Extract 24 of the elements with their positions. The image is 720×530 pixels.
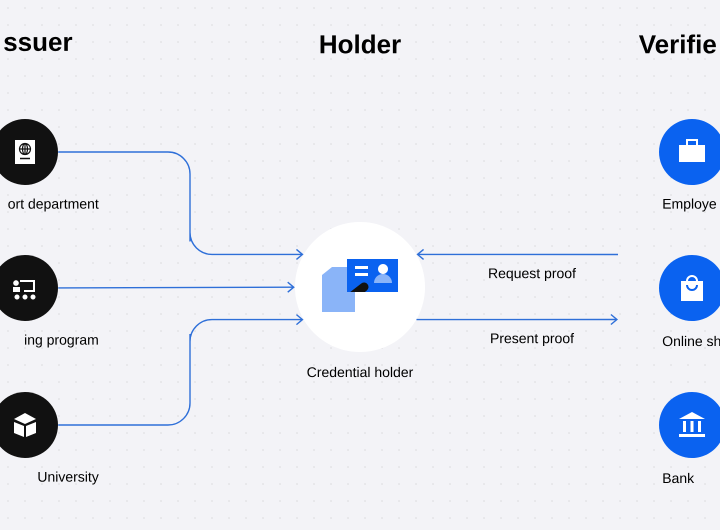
column-title: Holder: [320, 34, 401, 54]
edge-label: Present proof: [488, 331, 576, 348]
node-label: Employe: [663, 198, 716, 212]
node-label: University: [38, 471, 99, 485]
arrow: [416, 248, 618, 260]
node-label: ort department: [8, 198, 99, 212]
node-label: Credential holder: [307, 366, 414, 378]
verifier-node: Employe: [659, 119, 720, 212]
arrow: [58, 151, 304, 260]
holder-node: Credential holder: [295, 222, 425, 378]
issuer-node: University: [0, 392, 99, 485]
arrow: [416, 314, 618, 326]
node-label: ing program: [25, 334, 98, 348]
column-title: ssuer: [4, 36, 72, 52]
verifier-node: Online sh: [659, 255, 720, 346]
arrow: [58, 314, 304, 426]
node-label: Bank: [663, 472, 694, 484]
column-title: Verifie: [638, 34, 716, 54]
issuer-node: ing program: [0, 255, 98, 348]
verifier-node: Bank: [659, 392, 720, 484]
node-label: Online sh: [662, 336, 720, 346]
edge-label: Request proof: [486, 266, 578, 283]
arrow: [58, 282, 295, 293]
issuer-node: ort department: [0, 119, 99, 212]
